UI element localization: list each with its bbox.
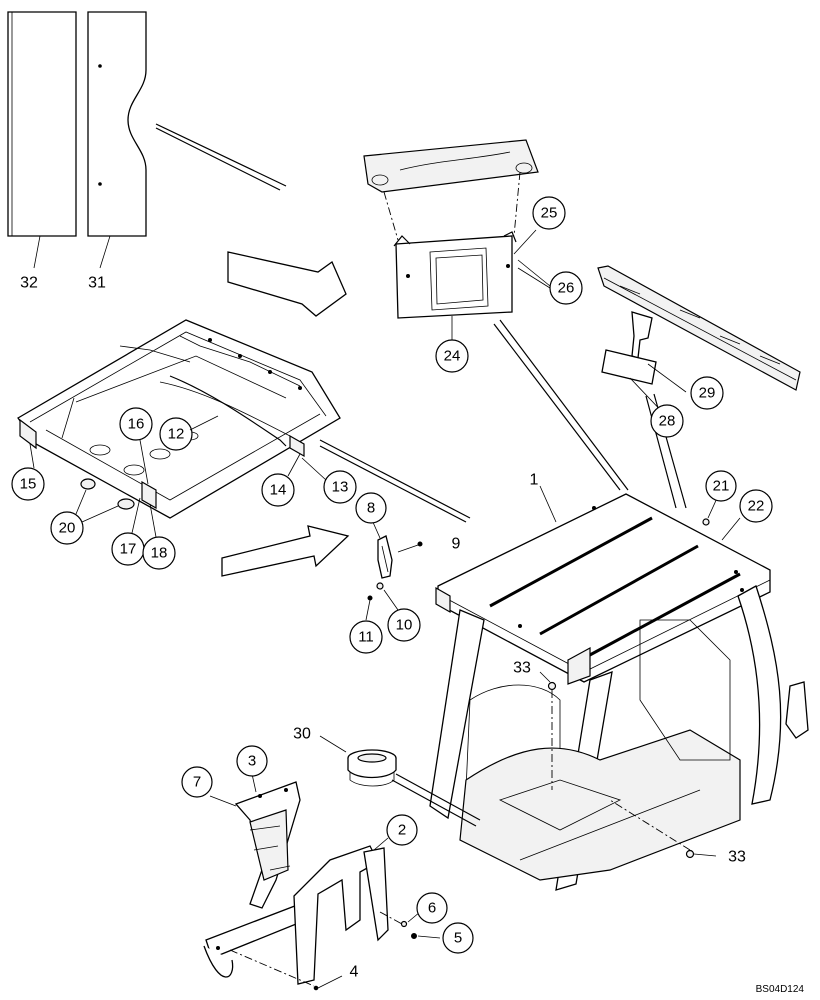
rear-frame-assembly (203, 781, 389, 985)
washer-10 (376, 582, 384, 590)
svg-text:32: 32 (20, 275, 38, 292)
callout-5: 5 (442, 922, 474, 954)
callout-12: 12 (159, 417, 193, 451)
svg-text:30: 30 (293, 726, 311, 743)
svg-text:25: 25 (541, 205, 558, 222)
svg-text:15: 15 (20, 476, 37, 493)
bolt-5 (411, 933, 417, 939)
svg-text:13: 13 (332, 479, 349, 496)
callout-33b: 33 (728, 849, 746, 866)
callout-10: 10 (387, 608, 421, 642)
screw-9 (417, 541, 423, 547)
callout-18: 18 (142, 536, 176, 570)
callout-9: 9 (452, 536, 461, 553)
svg-text:6: 6 (428, 900, 436, 917)
svg-text:2: 2 (398, 822, 406, 839)
plug-20b (117, 498, 135, 510)
svg-text:33: 33 (513, 660, 531, 677)
callout-33a: 33 (513, 660, 531, 677)
direction-arrow-lower (221, 525, 350, 577)
callout-20: 20 (50, 511, 84, 545)
callout-4: 4 (350, 964, 359, 981)
callout-16: 16 (119, 407, 153, 441)
svg-text:20: 20 (59, 520, 76, 537)
callout-28: 28 (650, 404, 684, 438)
callout-15: 15 (11, 467, 45, 501)
svg-text:14: 14 (270, 482, 287, 499)
svg-text:33: 33 (728, 849, 746, 866)
bolt-11 (367, 595, 373, 601)
callout-29: 29 (690, 376, 724, 410)
callout-31: 31 (88, 275, 106, 292)
bolt-33a (547, 681, 557, 691)
callout-25: 25 (532, 196, 566, 230)
svg-text:7: 7 (193, 774, 201, 791)
mirror-mount-rail (597, 265, 801, 391)
svg-text:3: 3 (248, 753, 256, 770)
svg-text:29: 29 (699, 385, 716, 402)
svg-text:11: 11 (358, 629, 374, 646)
callout-6: 6 (416, 892, 448, 924)
rear-view-mirror (601, 349, 657, 385)
svg-text:18: 18 (151, 545, 168, 562)
callout-32: 32 (20, 275, 38, 292)
svg-text:4: 4 (350, 964, 359, 981)
svg-text:12: 12 (168, 426, 185, 443)
sun-visor-24 (393, 231, 517, 319)
plug-21 (702, 518, 710, 526)
grommet-30 (347, 749, 397, 787)
svg-text:16: 16 (128, 416, 145, 433)
callout-3: 3 (236, 745, 268, 777)
direction-arrow-upper (227, 251, 347, 317)
callout-26: 26 (549, 271, 583, 305)
callout-30: 30 (293, 726, 311, 743)
svg-text:10: 10 (396, 617, 413, 634)
svg-text:9: 9 (452, 536, 461, 553)
svg-text:17: 17 (120, 541, 137, 558)
callout-22: 22 (739, 489, 773, 523)
callout-21: 21 (705, 470, 737, 502)
svg-text:1: 1 (530, 472, 539, 489)
overhead-trim-panel (363, 139, 539, 193)
figure-reference: BS04D124 (756, 984, 805, 995)
svg-text:22: 22 (748, 498, 765, 515)
side-panel-32 (7, 11, 77, 237)
washer-6 (400, 920, 408, 928)
callout-1: 1 (530, 472, 539, 489)
mirror-stem (631, 311, 653, 359)
callout-8: 8 (355, 492, 387, 524)
svg-text:28: 28 (659, 413, 676, 430)
callout-13: 13 (323, 470, 357, 504)
svg-text:26: 26 (558, 280, 575, 297)
svg-text:21: 21 (713, 478, 730, 495)
callout-17: 17 (111, 532, 145, 566)
svg-text:5: 5 (454, 930, 462, 947)
callout-24: 24 (435, 339, 469, 373)
cab-frame-1 (429, 493, 809, 891)
callout-2: 2 (386, 814, 418, 846)
callout-14: 14 (261, 473, 295, 507)
bolt-33b (685, 849, 695, 859)
callout-11: 11 (349, 620, 383, 654)
side-panel-31 (87, 11, 147, 237)
callout-7: 7 (181, 766, 213, 798)
svg-text:31: 31 (88, 275, 106, 292)
latch-assembly-8 (377, 535, 393, 579)
plug-20a (80, 478, 96, 490)
svg-text:8: 8 (367, 500, 375, 517)
svg-text:24: 24 (444, 348, 461, 365)
